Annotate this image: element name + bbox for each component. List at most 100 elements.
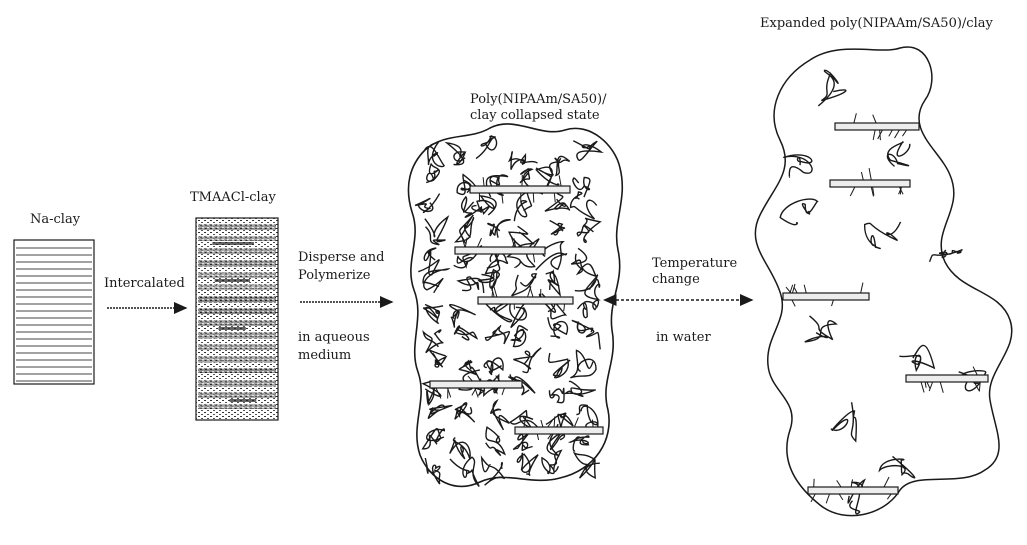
polymer-graft: [869, 168, 871, 180]
polymer-chain: [545, 191, 570, 211]
clay-platelet: [906, 375, 988, 382]
in-water-label: in water: [656, 330, 711, 346]
temperature-label-line2: change: [652, 272, 700, 288]
polymer-graft: [533, 254, 534, 262]
polymer-graft: [529, 286, 533, 297]
polymer-chain: [548, 317, 568, 338]
intercalated-layer: [198, 344, 276, 350]
intercalated-layer: [198, 380, 276, 387]
polymer-chain: [514, 192, 531, 221]
polymer-chain: [930, 250, 963, 262]
polymer-chain: [549, 353, 570, 378]
polymer-chain: [572, 320, 600, 349]
polymer-graft: [854, 113, 856, 123]
disperse-label-line1: Disperse and: [298, 250, 384, 266]
polymer-graft: [436, 388, 441, 399]
na-clay-label: Na-clay: [30, 212, 80, 228]
polymer-chain: [865, 222, 901, 249]
polymer-chain: [454, 326, 476, 340]
intercalated-layer: [198, 272, 276, 278]
polymer-chain: [578, 300, 599, 317]
intercalated-layer: [198, 392, 276, 398]
intercalated-layer: [230, 399, 257, 402]
polymer-chain: [450, 438, 470, 459]
polymer-graft: [483, 177, 484, 186]
intercalated-layer: [218, 327, 245, 330]
polymer-chain: [899, 345, 934, 370]
polymer-graft: [537, 434, 538, 440]
collapsed-label-line2: clay collapsed state: [470, 108, 600, 124]
polymer-chain: [573, 141, 601, 160]
polymer-chain: [491, 401, 510, 430]
polymer-chain: [536, 242, 567, 271]
intercalated-label: Intercalated: [104, 276, 185, 292]
polymer-chain: [510, 152, 538, 170]
polymer-chain: [818, 70, 846, 106]
polymer-chain: [486, 251, 508, 273]
polymer-chain: [549, 388, 564, 403]
polymer-graft: [851, 479, 852, 487]
polymer-chain: [550, 221, 565, 235]
polymer-chain: [517, 453, 538, 475]
polymer-graft: [554, 193, 555, 202]
polymer-chain: [780, 199, 817, 225]
polymer-graft: [564, 304, 565, 311]
polymer-chain: [423, 269, 448, 293]
polymer-graft: [541, 420, 543, 427]
intercalated-layer: [198, 368, 276, 373]
intercalated-layer: [198, 296, 276, 303]
polymer-graft: [592, 420, 593, 427]
polymer-chain: [570, 436, 589, 451]
polymer-graft: [826, 494, 829, 503]
na-clay-stack: [14, 240, 94, 384]
polymer-graft: [794, 288, 797, 293]
polymer-graft: [861, 172, 863, 180]
polymer-graft: [850, 187, 855, 196]
collapsed-label-line1: Poly(NIPAAm/SA50)/: [470, 92, 606, 108]
polymer-graft: [884, 477, 889, 487]
clay-platelet: [515, 427, 603, 434]
polymer-chain: [450, 457, 479, 486]
polymer-chain: [577, 218, 600, 242]
polymer-graft: [502, 388, 504, 395]
polymer-chain: [512, 274, 537, 296]
polymer-graft: [832, 300, 834, 306]
clay-platelet: [478, 297, 573, 304]
clay-platelet: [470, 186, 570, 193]
intercalated-layer: [198, 356, 276, 363]
polymer-chain: [783, 155, 812, 177]
polymer-chain: [415, 194, 440, 213]
polymer-chain: [447, 143, 465, 165]
polymer-graft: [837, 480, 841, 487]
polymer-chain: [425, 458, 440, 484]
polymer-chain: [486, 427, 505, 455]
polymer-chain: [423, 429, 445, 449]
polymer-chain: [430, 350, 446, 367]
polymer-chain: [456, 215, 474, 244]
polymer-chain: [570, 350, 596, 377]
polymer-chain: [426, 164, 439, 183]
disperse-label-line2: Polymerize: [298, 268, 370, 284]
polymer-chain: [805, 316, 836, 342]
polymer-chain: [423, 330, 442, 353]
polymer-chain: [458, 277, 484, 293]
clay-platelet: [783, 293, 869, 300]
polymer-chain: [482, 458, 505, 485]
polymer-chain: [848, 480, 864, 514]
polymer-graft: [804, 285, 806, 293]
polymer-chain: [511, 326, 528, 347]
polymer-chain: [566, 381, 596, 396]
collapsed-hydrogel: [408, 124, 622, 487]
intercalated-layer: [212, 242, 254, 245]
intercalated-layer: [198, 224, 276, 230]
intercalated-layer: [198, 236, 276, 241]
polymer-chain: [546, 271, 560, 295]
polymer-chain: [571, 248, 596, 276]
polymer-graft: [861, 283, 863, 293]
polymer-chain: [546, 413, 573, 427]
polymer-chain: [571, 192, 597, 219]
intercalated-layer: [215, 279, 250, 282]
tmaacl-clay-label: TMAACl-clay: [190, 190, 276, 206]
polymer-chain: [424, 305, 444, 324]
